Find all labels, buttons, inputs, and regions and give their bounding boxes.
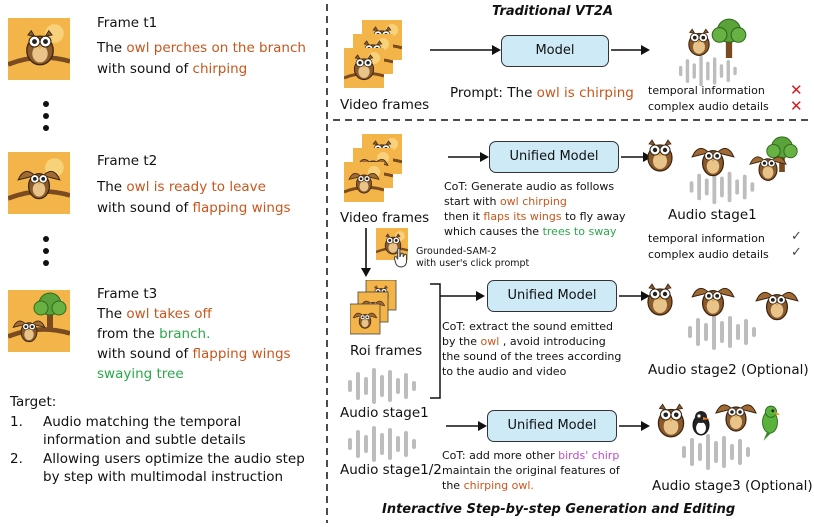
frame-t3-line3: with sound of flapping wings: [97, 346, 291, 362]
arrow-icon: [448, 152, 489, 162]
roi-frames-stack: [350, 280, 397, 335]
check-icon: ✓: [791, 245, 802, 260]
cot2-line3: the sound of the trees according: [442, 350, 622, 363]
frame-t3-line1: The owl takes off: [97, 306, 212, 322]
cot1-line3: then it flaps its wings to fly away: [444, 210, 626, 223]
top-prompt: Prompt: The owl is chirping: [450, 85, 634, 101]
cot1-line2: start with owl chirping: [444, 195, 567, 208]
stage2-output-illustration: [647, 283, 799, 350]
sam-click-thumbnail[interactable]: [376, 228, 416, 268]
top-output-illustration: [678, 18, 747, 87]
frame-t1-line1: The owl perches on the branch: [97, 40, 306, 56]
arrow-icon: [611, 45, 650, 55]
arrow-down-icon: [361, 228, 371, 277]
audio-stage12-input-label: Audio stage1/2: [340, 462, 442, 478]
cot2-line2: by the owl , avoid introducing: [442, 335, 606, 348]
top-issue1: temporal information: [648, 84, 765, 97]
frame-t1-title: Frame t1: [97, 15, 158, 31]
target-item1-num: 1.: [10, 414, 23, 430]
unified-model-box-1: Unified Model: [489, 141, 619, 173]
target-item1-l1: Audio matching the temporal: [43, 414, 242, 430]
traditional-title: Traditional VT2A: [492, 4, 614, 19]
red-x-icon: ✕: [790, 97, 803, 115]
frame-t2-line1: The owl is ready to leave: [97, 179, 266, 195]
stage2-label: Audio stage2 (Optional): [648, 362, 809, 378]
target-item1-l2: information and subtle details: [43, 432, 246, 448]
audio-stage12-wave-icon: [348, 426, 416, 462]
top-video-frames-label: Video frames: [340, 97, 430, 113]
frame-t1-line2: with sound of chirping: [97, 61, 248, 77]
arrow-icon: [430, 45, 501, 55]
cot2-line4: to the audio and video: [442, 365, 567, 378]
top-issue2: complex audio details: [648, 100, 769, 113]
stage1-check2: complex audio details: [648, 248, 769, 261]
top-video-frames-stack: [344, 20, 402, 88]
target-item2-l2: by step with multimodal instruction: [43, 469, 284, 485]
frame-t3-line2: from the branch.: [97, 326, 211, 342]
sam-label-2: with user's click prompt: [416, 258, 530, 269]
cot3-line3: the chirping owl.: [442, 479, 534, 492]
arrow-icon: [619, 291, 650, 301]
frame-t2-line2: with sound of flapping wings: [97, 200, 291, 216]
audio-stage1-wave-icon: [348, 368, 416, 404]
roi-frames-label: Roi frames: [350, 343, 423, 359]
arrow-icon: [446, 421, 487, 431]
stage3-label: Audio stage3 (Optional): [652, 478, 813, 494]
stage1-output-illustration: [647, 136, 798, 205]
stage1-label: Audio stage1: [668, 207, 757, 223]
model-box: Model: [501, 35, 609, 67]
target-heading: Target:: [10, 394, 57, 410]
unified-model-box-2: Unified Model: [487, 280, 617, 312]
sam-label-1: Grounded-SAM-2: [416, 246, 497, 257]
ellipsis-dots-1: [43, 101, 49, 137]
cot1-line4: which causes the trees to sway: [444, 225, 617, 238]
ellipsis-dots-2: [43, 236, 49, 272]
cot1-line1: CoT: Generate audio as follows: [444, 180, 615, 193]
arrow-icon: [619, 421, 650, 431]
frame-t3-line4: swaying tree: [97, 366, 184, 382]
red-x-icon: ✕: [790, 81, 803, 99]
check-icon: ✓: [791, 229, 802, 244]
cot2-line1: CoT: extract the sound emitted: [442, 320, 613, 333]
stage1-check1: temporal information: [648, 232, 765, 245]
audio-stage1-input-label: Audio stage1: [340, 405, 429, 421]
footer-title: Interactive Step-by-step Generation and …: [382, 502, 736, 517]
bottom-video-frames-stack: [344, 134, 402, 202]
target-item2-l1: Allowing users optimize the audio step: [43, 451, 305, 467]
unified-model-box-3: Unified Model: [487, 410, 617, 442]
input-bracket: [430, 283, 485, 399]
cot3-line2: maintain the original features of: [442, 464, 620, 477]
frame-t2-title: Frame t2: [97, 153, 158, 169]
target-item2-num: 2.: [10, 451, 23, 467]
bottom-video-frames-label: Video frames: [340, 210, 430, 226]
frame-t3-title: Frame t3: [97, 286, 158, 302]
cot3-line1: CoT: add more other birds' chirp: [442, 449, 620, 462]
stage3-output-illustration: [657, 403, 781, 470]
